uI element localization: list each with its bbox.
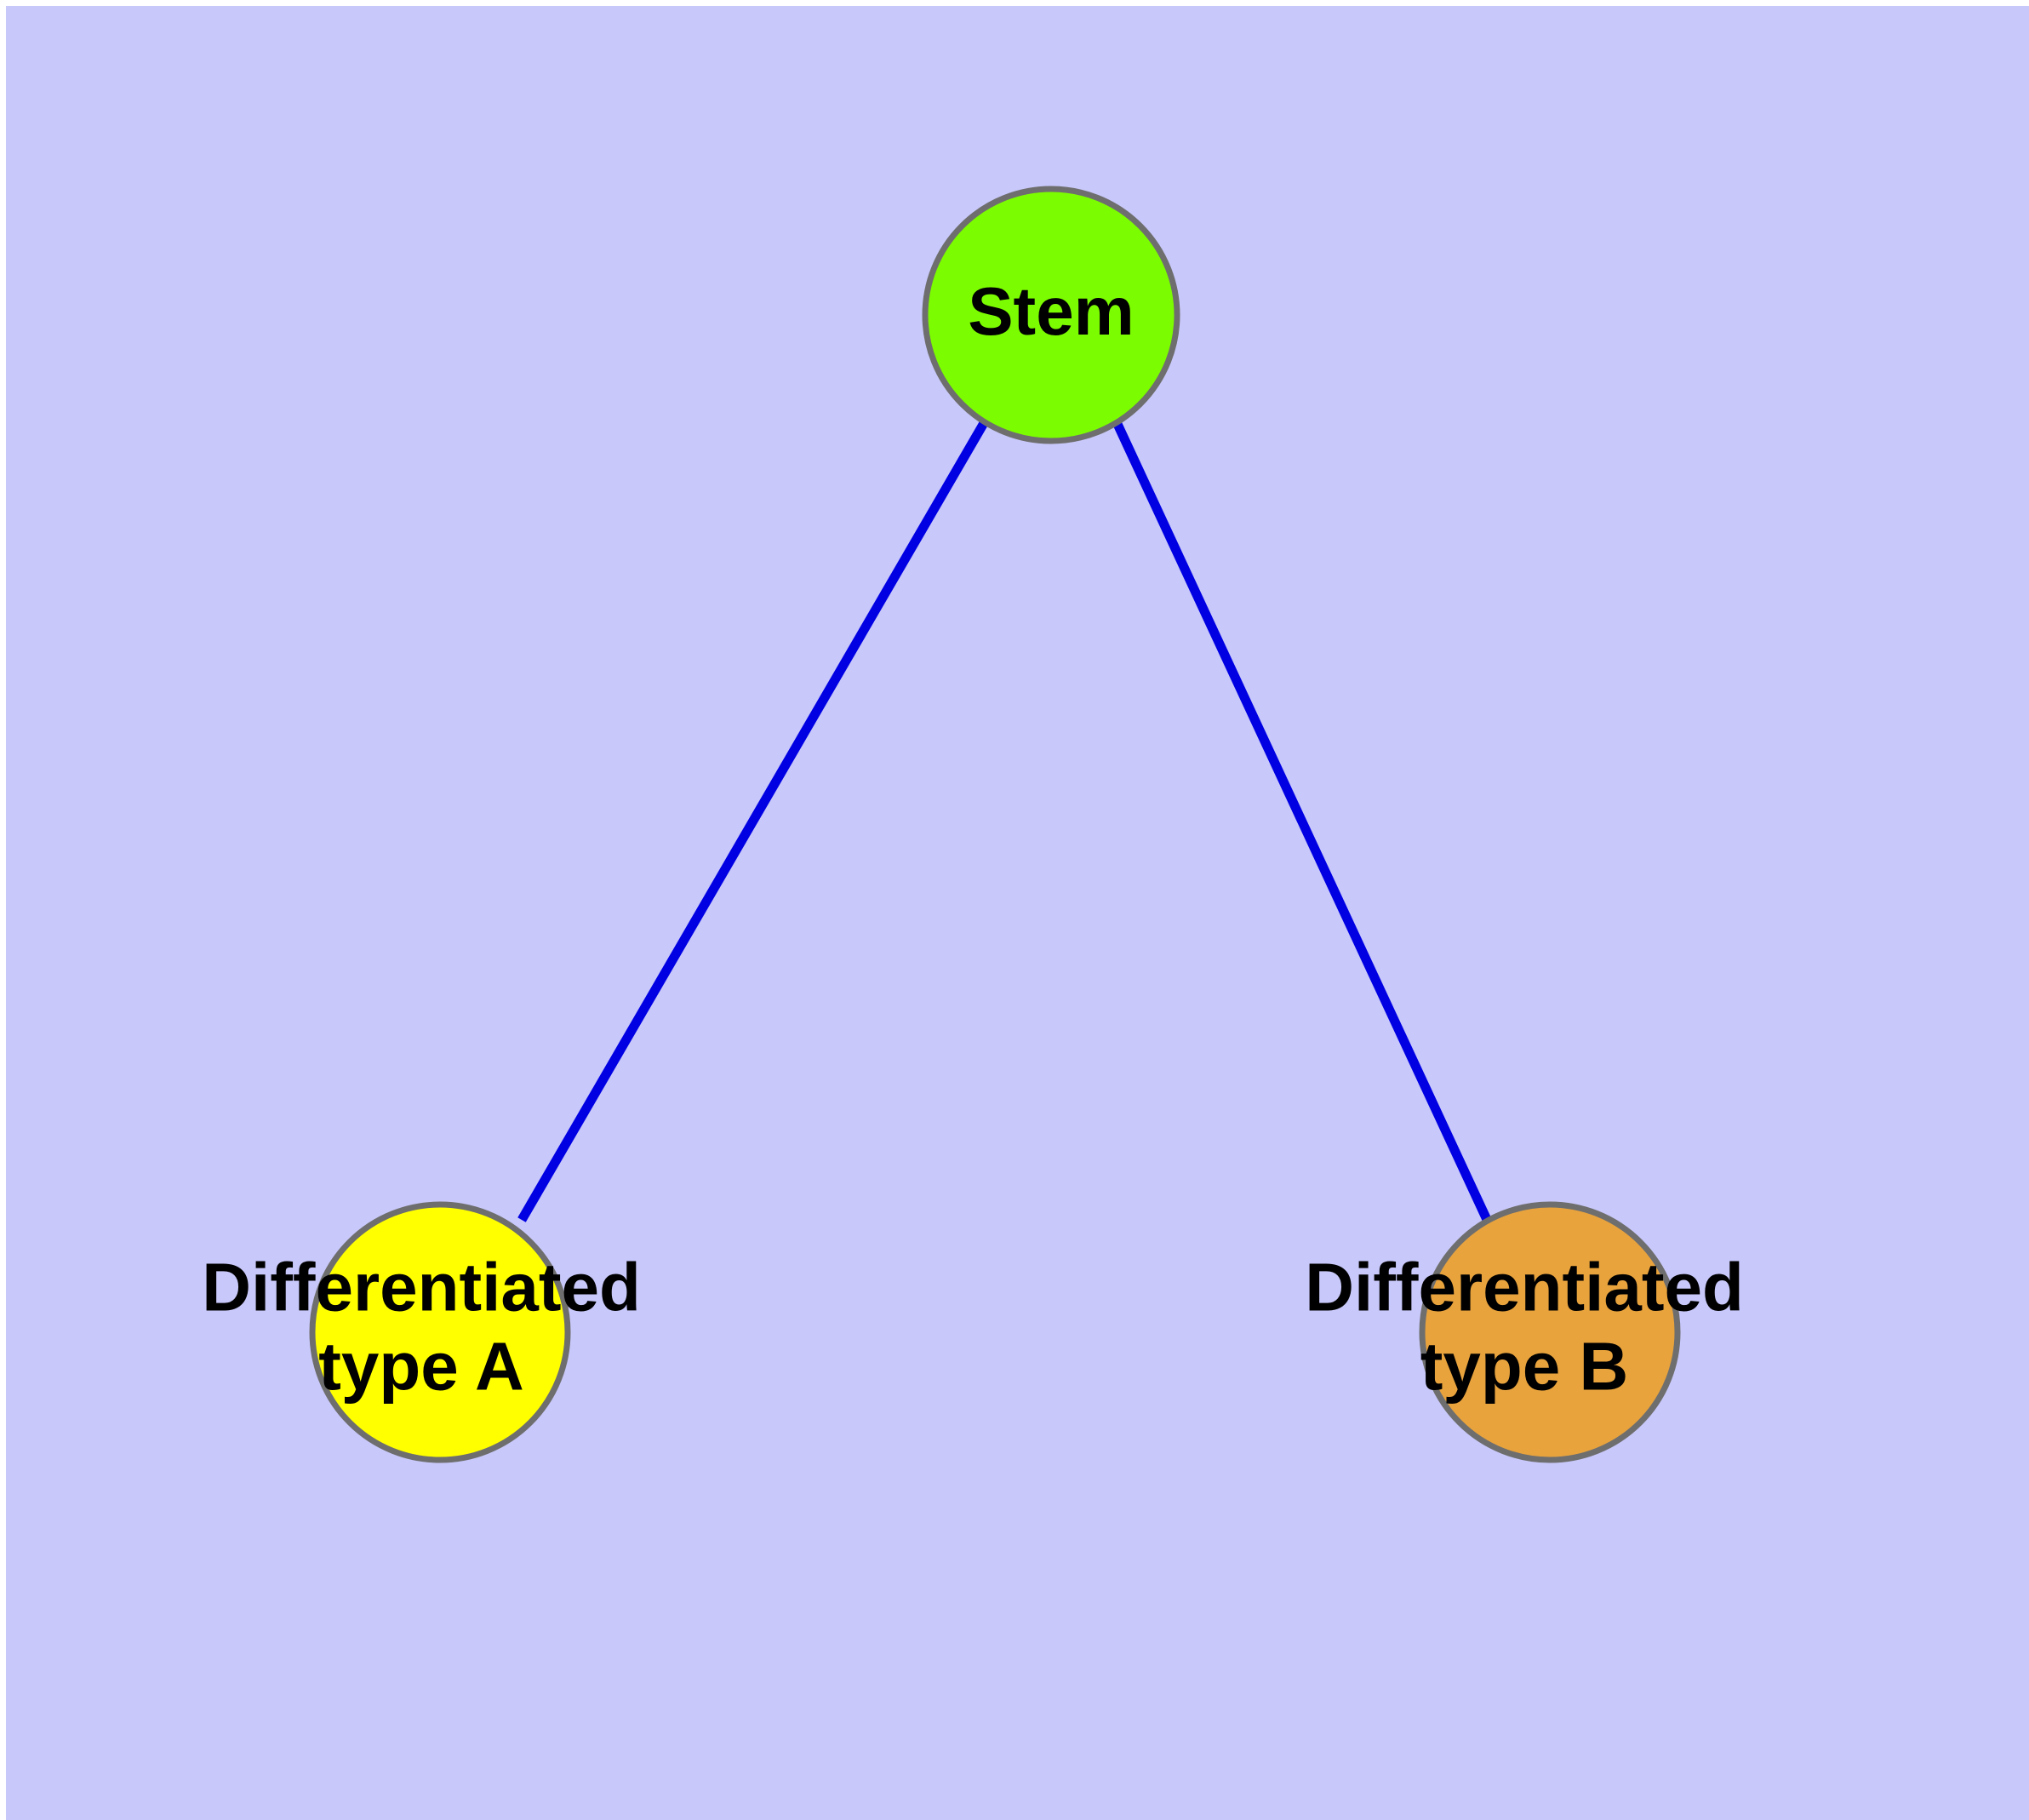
graph-node-label-line: Differentiated (202, 1250, 641, 1325)
graph-node-stem[interactable] (922, 186, 1180, 444)
nodes-layer (309, 186, 1681, 1463)
graph-node-diff_a[interactable] (309, 1201, 571, 1463)
graph-node-label-line: type A (318, 1329, 524, 1405)
edges-layer (517, 420, 1493, 1226)
graph-node-label-line: Stem (968, 273, 1135, 349)
graph-edge-stem-to-diff-b (1112, 420, 1493, 1226)
graph-node-label-stem: Stem (968, 273, 1135, 349)
graph-edge-stem-to-diff-a (517, 421, 988, 1222)
graph-node-diff_b[interactable] (1419, 1201, 1681, 1463)
graph-node-label-line: type B (1420, 1329, 1629, 1405)
graph-node-label-line: Differentiated (1305, 1250, 1744, 1325)
